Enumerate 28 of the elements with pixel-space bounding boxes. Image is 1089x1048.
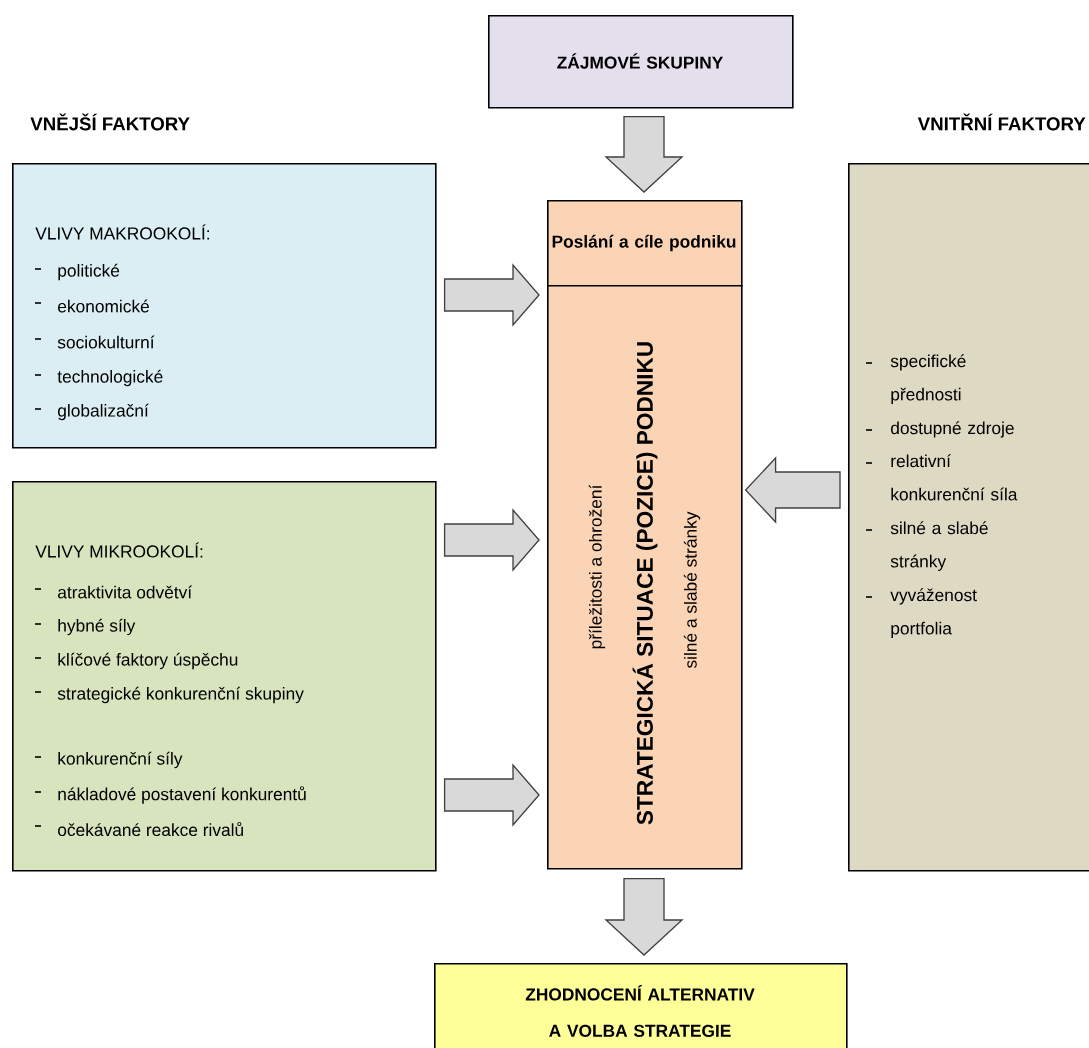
result-box: ZHODNOCENÍ ALTERNATIV A VOLBA STRATEGIE: [434, 963, 848, 1048]
factor-box: VLIVY MAKROOKOLÍ: politické ekonomické sociokulturní technologické globalizační: [12, 163, 437, 449]
bullet-item: atraktivita odvětví: [34, 585, 193, 599]
block-arrow: [604, 115, 684, 193]
bullet-item: globalizační: [34, 403, 149, 421]
section-heading: VNĚJŠÍ FAKTORY: [30, 113, 190, 131]
bullet-item: strategické konkurenční skupiny: [34, 686, 304, 704]
block-arrow: [443, 763, 540, 827]
factor-box: VLIVY MIKROOKOLÍ: atraktivita odvětví hybné síly klíčové faktory úspěchu strategické konkurenční skupiny konkurenční síly nákladové postavení konkurentů očekávané reakce rivalů: [12, 481, 437, 872]
block-arrow: [443, 508, 540, 572]
factor-box: [848, 163, 1089, 872]
section-heading: VNITŘNÍ FAKTORY: [917, 113, 1086, 131]
bullet-item: sociokulturní: [34, 335, 155, 349]
bullet-item: vyváženost portfolia: [865, 588, 977, 638]
bullet-item: politické: [34, 263, 120, 281]
bullet-item: nákladové postavení konkurentů: [34, 786, 306, 804]
bullet-item: očekávané reakce rivalů: [34, 821, 243, 837]
group-box: ZÁJMOVÉ SKUPINY: [488, 15, 794, 109]
bullet-item: dostupné zdroje: [865, 421, 1014, 438]
bullet-item: hybné síly: [34, 618, 136, 636]
mission-box: Poslání a cíle podniku: [547, 200, 743, 287]
bullet-item: konkurenční síly: [34, 751, 183, 769]
block-arrow: [604, 877, 684, 956]
block-arrow: [443, 263, 540, 327]
bullet-item: ekonomické: [34, 299, 149, 313]
bullet-item: klíčové faktory úspěchu: [34, 652, 238, 670]
bullet-item: technologické: [34, 369, 163, 387]
block-arrow: [744, 456, 841, 524]
